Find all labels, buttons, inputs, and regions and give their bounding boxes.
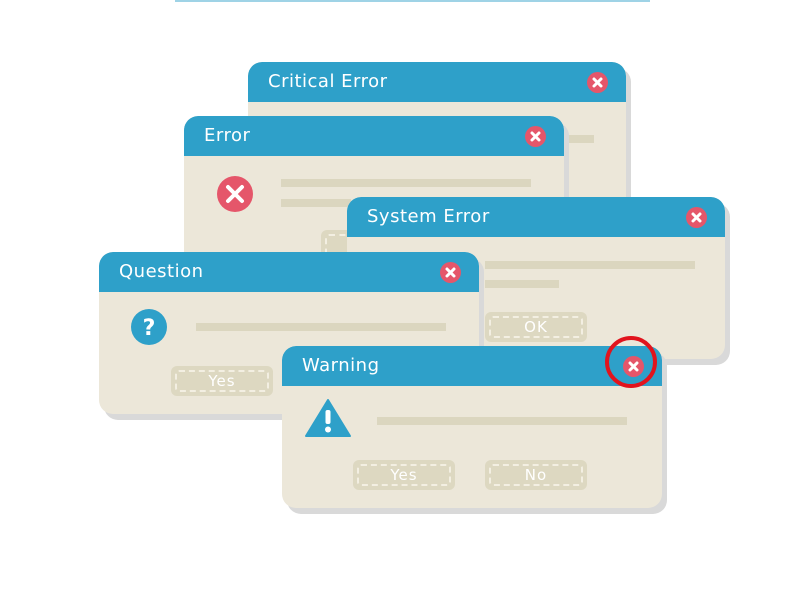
- close-icon: [628, 361, 639, 372]
- critical-error-close-button[interactable]: [587, 72, 608, 93]
- warning-no-button[interactable]: No: [485, 460, 587, 490]
- system-error-close-button[interactable]: [686, 207, 707, 228]
- critical-error-title: Critical Error: [268, 71, 388, 92]
- no-label: No: [524, 466, 548, 484]
- error-message-line-2: [281, 199, 351, 207]
- question-titlebar[interactable]: Question: [99, 252, 479, 292]
- close-icon: [691, 212, 702, 223]
- ok-label: OK: [524, 318, 548, 336]
- top-divider: [175, 0, 650, 2]
- question-yes-button[interactable]: Yes: [171, 366, 273, 396]
- warning-icon: [305, 399, 351, 437]
- error-icon: [217, 176, 253, 212]
- error-titlebar[interactable]: Error: [184, 116, 564, 156]
- warning-dialog: Warning Yes No: [282, 346, 662, 508]
- close-icon: [530, 131, 541, 142]
- warning-title: Warning: [302, 355, 380, 376]
- warning-message-line: [377, 417, 627, 425]
- close-icon: [592, 77, 603, 88]
- error-title: Error: [204, 125, 251, 146]
- warning-close-button[interactable]: [623, 356, 644, 377]
- warning-titlebar[interactable]: Warning: [282, 346, 662, 386]
- question-title: Question: [119, 261, 204, 282]
- critical-error-titlebar[interactable]: Critical Error: [248, 62, 626, 102]
- question-message-line: [196, 323, 446, 331]
- warning-yes-button[interactable]: Yes: [353, 460, 455, 490]
- error-message-line-1: [281, 179, 531, 187]
- system-error-ok-button[interactable]: OK: [485, 312, 587, 342]
- close-icon: [445, 267, 456, 278]
- system-error-title: System Error: [367, 206, 490, 227]
- yes-label: Yes: [208, 372, 236, 390]
- question-close-button[interactable]: [440, 262, 461, 283]
- system-error-message-line-2: [485, 280, 559, 288]
- yes-label: Yes: [390, 466, 418, 484]
- question-icon: ?: [131, 309, 167, 345]
- critical-error-message-line: [566, 135, 594, 143]
- system-error-titlebar[interactable]: System Error: [347, 197, 725, 237]
- error-close-button[interactable]: [525, 126, 546, 147]
- svg-text:?: ?: [143, 316, 156, 341]
- system-error-message-line-1: [485, 261, 695, 269]
